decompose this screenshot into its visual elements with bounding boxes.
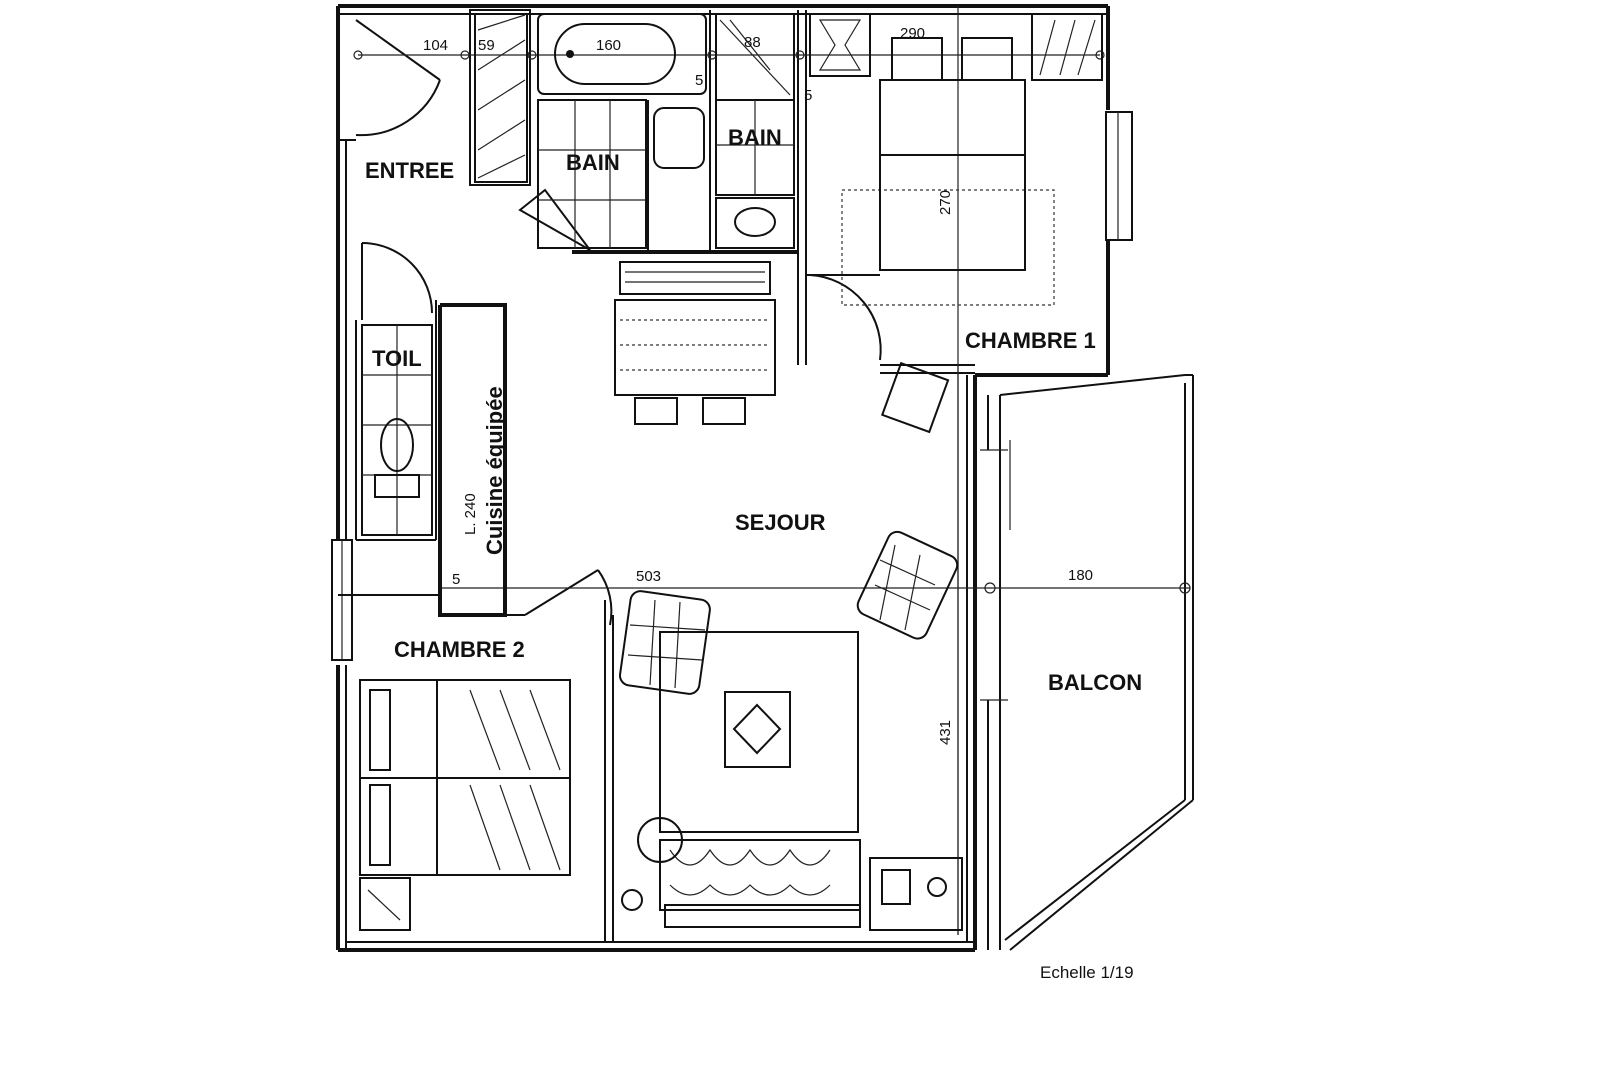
wc-toilet bbox=[361, 324, 433, 536]
dim-431: 431 bbox=[937, 720, 954, 745]
room-label-sejour: SEJOUR bbox=[735, 510, 826, 535]
room-label-chambre-2: CHAMBRE 2 bbox=[394, 637, 525, 662]
toilet-bath bbox=[653, 107, 705, 169]
wardrobe-chambre-1 bbox=[1031, 13, 1103, 81]
dim-88: 88 bbox=[744, 34, 761, 51]
room-label-bain-2: BAIN bbox=[728, 125, 782, 150]
bath-tiles-2 bbox=[715, 99, 795, 196]
kitchen-counter bbox=[438, 303, 507, 617]
rug bbox=[659, 631, 859, 833]
doors bbox=[355, 19, 882, 626]
room-label-bain-1: BAIN bbox=[566, 150, 620, 175]
sofa bbox=[621, 817, 861, 928]
bed-chambre-1 bbox=[841, 37, 1055, 434]
tv-cabinet bbox=[869, 857, 963, 931]
scale-note: Echelle 1/19 bbox=[1040, 963, 1134, 982]
wardrobe-entree bbox=[474, 13, 528, 183]
shower bbox=[715, 13, 795, 101]
dim-270: 270 bbox=[937, 190, 954, 215]
bath-tiles-1 bbox=[537, 99, 647, 249]
dim-5c: 5 bbox=[804, 87, 812, 104]
nightstand-chambre-2 bbox=[359, 877, 411, 931]
dim-240: L. 240 bbox=[462, 493, 479, 535]
dim-5a: 5 bbox=[452, 571, 460, 588]
interior-walls bbox=[338, 9, 975, 942]
kitchen-label: Cuisine équipée bbox=[482, 386, 507, 555]
dining-table bbox=[614, 261, 776, 425]
dim-160: 160 bbox=[596, 37, 621, 54]
room-label-entree: ENTREE bbox=[365, 158, 454, 183]
armchair-right bbox=[856, 530, 959, 640]
bed-chambre-2 bbox=[359, 679, 571, 876]
dim-59: 59 bbox=[478, 37, 495, 54]
dim-5b: 5 bbox=[695, 72, 703, 89]
dim-180: 180 bbox=[1068, 567, 1093, 584]
dim-104: 104 bbox=[423, 37, 448, 54]
room-label-toil: TOIL bbox=[372, 346, 422, 371]
armchair-left bbox=[619, 590, 711, 695]
room-label-balcon: BALCON bbox=[1048, 670, 1142, 695]
room-label-chambre-1: CHAMBRE 1 bbox=[965, 328, 1096, 353]
bathtub bbox=[537, 13, 707, 95]
dim-290: 290 bbox=[900, 25, 925, 42]
dim-503: 503 bbox=[636, 568, 661, 585]
sink bbox=[715, 197, 795, 249]
outer-walls bbox=[331, 4, 1194, 952]
washbasin-top bbox=[809, 13, 871, 77]
